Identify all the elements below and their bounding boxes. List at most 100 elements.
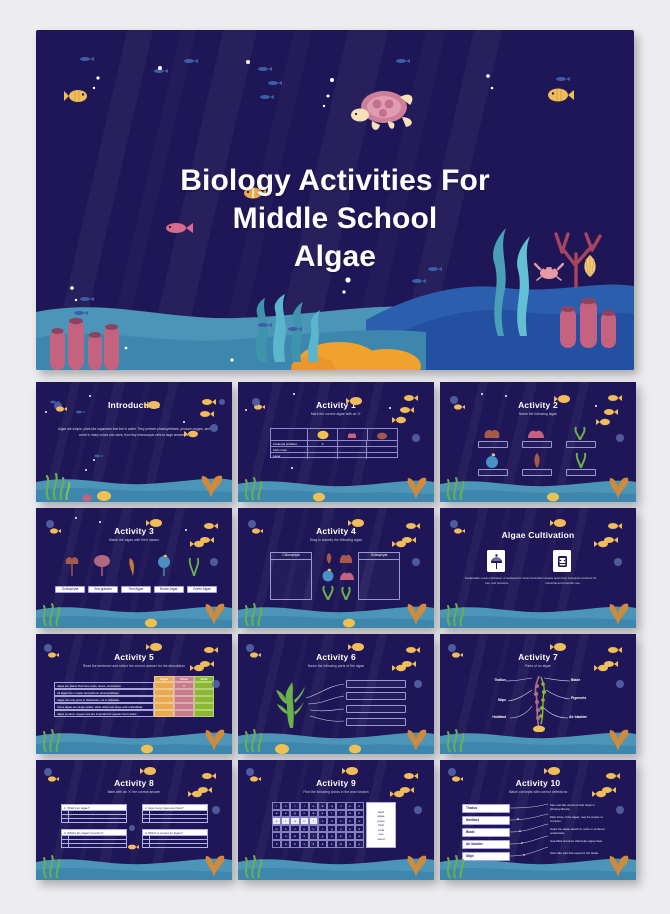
slide-thumb-activity-1[interactable]: Activity 1 Mark the correct algae with a… — [238, 382, 434, 502]
word-search-cell[interactable]: h — [272, 839, 282, 848]
answer-box[interactable] — [478, 441, 508, 448]
word-search-cell[interactable]: g — [290, 809, 300, 818]
word-search-cell[interactable]: w — [354, 832, 364, 840]
answer-mark-cell[interactable] — [143, 840, 150, 844]
word-search-cell[interactable]: e — [345, 839, 355, 848]
draggable-algae[interactable] — [320, 568, 336, 582]
concept-card[interactable]: Blade — [462, 828, 510, 837]
draggable-algae[interactable] — [320, 584, 336, 600]
slide-thumb-algae-cultivation[interactable]: Algae Cultivation Sustainable ocean cult… — [440, 508, 636, 628]
name-card[interactable]: Red Algae — [121, 586, 151, 593]
word-search-cell[interactable]: a — [308, 809, 318, 818]
word-search-cell[interactable]: t — [272, 802, 282, 810]
choice-cell[interactable] — [154, 703, 174, 710]
word-search-cell[interactable]: p — [272, 817, 282, 825]
word-search-cell[interactable]: s — [299, 839, 309, 848]
answer-mark-cell[interactable] — [143, 844, 150, 848]
word-search-cell[interactable]: r — [317, 824, 328, 833]
word-search-cell[interactable]: a — [345, 809, 355, 818]
word-search-cell[interactable]: o — [317, 817, 328, 825]
word-search-cell[interactable]: d — [308, 839, 318, 848]
slide-thumb-activity-7[interactable]: Activity 7 Parts of an algae T — [440, 634, 636, 754]
word-search-cell[interactable]: d — [327, 817, 337, 825]
choice-cell[interactable] — [174, 689, 194, 696]
quiz-box[interactable]: 4. Which is correct for algae? — [142, 829, 208, 848]
choice-cell[interactable] — [194, 689, 214, 696]
answer-box[interactable] — [346, 692, 406, 700]
cell-mark[interactable] — [308, 447, 338, 453]
word-search-cell[interactable]: d — [317, 802, 328, 810]
cell-mark[interactable]: X — [308, 441, 338, 447]
name-card[interactable]: Sea grasses — [88, 586, 118, 593]
choice-cell[interactable] — [194, 710, 214, 717]
choice-cell[interactable] — [154, 689, 174, 696]
slide-thumb-activity-10[interactable]: Activity 10 Match concepts with correct … — [440, 760, 636, 880]
draggable-algae[interactable] — [338, 568, 356, 582]
choice-cell[interactable]: X — [174, 682, 194, 689]
quiz-box[interactable]: 2. How many types are there? — [142, 804, 208, 823]
word-search-cell[interactable]: b — [354, 809, 364, 818]
word-search-cell[interactable]: e — [354, 839, 364, 848]
word-search-cell[interactable]: r — [336, 809, 346, 818]
word-search-cell[interactable]: l — [272, 832, 282, 840]
choice-cell[interactable] — [174, 696, 194, 703]
word-search-cell[interactable]: n — [299, 817, 309, 825]
word-search-cell[interactable]: d — [354, 824, 364, 833]
concept-card[interactable]: Thallus — [462, 804, 510, 813]
name-card[interactable]: Green Algae — [187, 586, 217, 593]
activity-5-table[interactable]: Algae Plant Both Algae are plants that h… — [54, 676, 214, 717]
cell-mark[interactable] — [337, 447, 368, 453]
choice-cell[interactable] — [154, 682, 174, 689]
word-search-cell[interactable]: e — [281, 809, 291, 818]
word-search-cell[interactable]: l — [327, 809, 337, 818]
quiz-box[interactable]: 1. What's an algae? — [61, 804, 127, 823]
word-search-cell[interactable]: e — [336, 832, 346, 840]
word-search-cell[interactable]: z — [290, 824, 300, 833]
word-search-cell[interactable]: a — [272, 809, 282, 818]
word-search-cell[interactable]: a — [290, 817, 300, 825]
answer-mark-cell[interactable] — [143, 815, 150, 819]
choice-cell[interactable] — [174, 710, 194, 717]
word-search-cell[interactable]: l — [308, 832, 318, 840]
concept-card[interactable]: Air bladder — [462, 840, 510, 849]
word-search-cell[interactable]: v — [308, 824, 318, 833]
word-search-cell[interactable]: h — [345, 817, 355, 825]
answer-box[interactable] — [566, 469, 596, 476]
slide-thumb-activity-4[interactable]: Activity 4 Drag to classify the followin… — [238, 508, 434, 628]
slide-thumb-activity-8[interactable]: Activity 8 Mark with an 'X' the correct … — [36, 760, 232, 880]
word-search-cell[interactable]: a — [317, 839, 328, 848]
choice-cell[interactable] — [194, 696, 214, 703]
answer-box[interactable] — [346, 680, 406, 688]
draggable-algae[interactable] — [338, 551, 354, 565]
answer-box[interactable] — [566, 441, 596, 448]
slide-thumb-activity-5[interactable]: Activity 5 Read the sentence and select … — [36, 634, 232, 754]
answer-box[interactable] — [478, 469, 508, 476]
cell-mark[interactable] — [338, 453, 368, 459]
word-search-cell[interactable]: o — [345, 832, 355, 840]
word-search-cell[interactable]: s — [281, 824, 291, 833]
slide-thumb-activity-2[interactable]: Activity 2 Name the following algae — [440, 382, 636, 502]
concept-card[interactable]: Stipe — [462, 852, 510, 861]
name-card[interactable]: Brown Algae — [154, 586, 184, 593]
word-search-cell[interactable]: q — [327, 802, 337, 810]
slide-thumb-activity-6[interactable]: Activity 6 Name the following parts of t… — [238, 634, 434, 754]
word-search-cell[interactable]: w — [336, 839, 346, 848]
answer-box[interactable] — [522, 469, 552, 476]
word-search-cell[interactable]: n — [299, 809, 309, 818]
answer-mark-cell[interactable] — [62, 840, 69, 844]
word-search-cell[interactable]: e — [299, 824, 309, 833]
word-search-cell[interactable]: l — [281, 817, 291, 825]
word-search-cell[interactable]: u — [281, 832, 291, 840]
answer-mark-cell[interactable] — [143, 819, 150, 823]
word-search-cell[interactable]: e — [317, 809, 328, 818]
cell-mark[interactable] — [367, 447, 397, 453]
slide-thumb-activity-9[interactable]: Activity 9 Find the following words in t… — [238, 760, 434, 880]
name-card[interactable]: Ochrophyta — [55, 586, 85, 593]
word-search-cell[interactable]: e — [345, 802, 355, 810]
word-search-cell[interactable]: y — [336, 824, 346, 833]
choice-cell[interactable] — [194, 703, 214, 710]
word-search-cell[interactable]: m — [272, 824, 282, 833]
answer-mark-cell[interactable] — [62, 811, 69, 815]
answer-mark-cell[interactable] — [62, 819, 69, 823]
